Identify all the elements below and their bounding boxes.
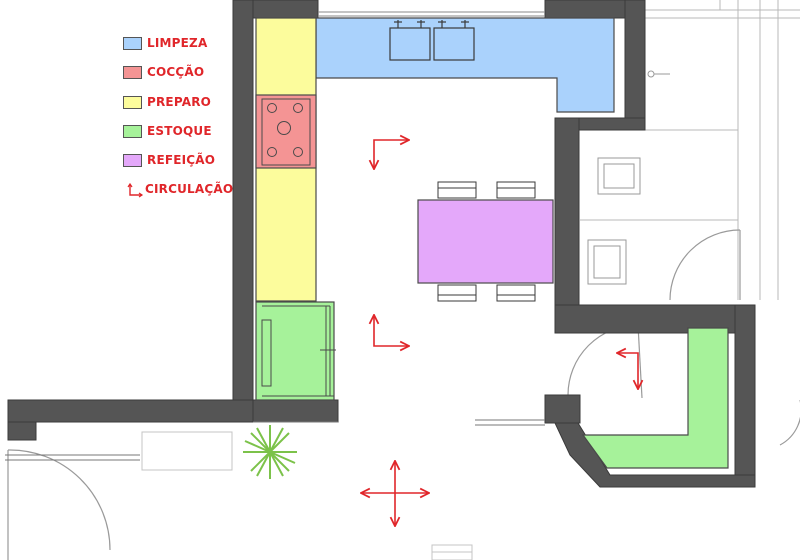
legend-swatch-coccao [123, 66, 142, 80]
legend-swatch-limpeza [123, 37, 142, 50]
zone-coccao [255, 94, 317, 169]
plant-icon [243, 425, 297, 479]
legend-label: CIRCULAÇÃO [145, 182, 234, 197]
circulation-arrow-icon [127, 183, 144, 198]
double-sink [389, 20, 475, 61]
zone-limpeza [315, 17, 615, 113]
fridge-details [261, 305, 336, 397]
legend-label: PREPARO [147, 94, 212, 109]
entry-furniture [141, 431, 473, 560]
legend-swatch-refeicao [123, 154, 142, 168]
bathroom-sink [587, 239, 627, 285]
circulation-arrow-icon [374, 316, 408, 346]
wall-light [647, 70, 670, 78]
chair [496, 181, 536, 199]
circulation-arrow-icon [374, 140, 408, 168]
window-top [318, 11, 545, 17]
zone-estoque-fridge [255, 301, 335, 401]
chair [496, 284, 536, 302]
door-jambs [5, 419, 545, 461]
legend-label: LIMPEZA [147, 36, 208, 50]
zone-refeicao-table [417, 199, 554, 284]
cooktop-burners [261, 98, 311, 166]
legend-label: ESTOQUE [147, 123, 212, 138]
legend-swatch-estoque [123, 124, 142, 138]
circulation-arrows [362, 140, 638, 525]
chair [437, 284, 477, 302]
legend-label: REFEIÇÃO [147, 153, 216, 168]
walls [7, 0, 756, 488]
zones [255, 17, 729, 469]
toilet-fixture [597, 157, 641, 195]
legend-swatch-preparo [123, 95, 142, 109]
chairs [437, 181, 536, 302]
chair [437, 181, 477, 199]
legend-label: COCÇÃO [147, 65, 205, 80]
circulation-arrow-icon [618, 353, 638, 388]
zone-estoque-pantry [581, 327, 729, 469]
door-swings [7, 229, 800, 560]
